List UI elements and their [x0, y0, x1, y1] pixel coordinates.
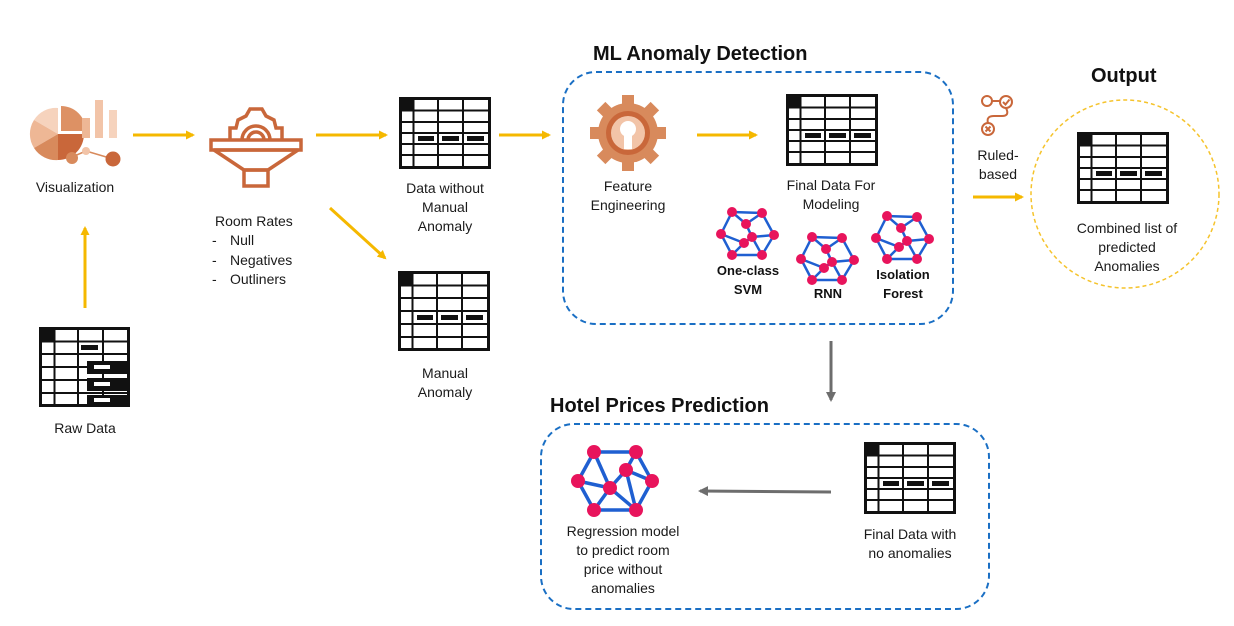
hotel-prices-title: Hotel Prices Prediction	[550, 395, 769, 417]
regression-network-icon	[571, 445, 659, 517]
raw-data-label: Raw Data	[54, 420, 116, 436]
feature-engineering-gear-icon	[590, 95, 666, 171]
one-class-svm-network-icon	[716, 207, 779, 260]
ml-anomaly-title: ML Anomaly Detection	[593, 43, 808, 65]
table-icon-data-without	[399, 97, 491, 169]
output-title: Output	[1091, 65, 1157, 87]
visualization-icon	[29, 100, 121, 167]
isolation-forest-network-icon	[871, 211, 934, 264]
list-item: -Null	[212, 232, 255, 248]
room-rates-label: Room Rates	[215, 213, 293, 229]
ruled-based-label: Ruled-based	[977, 147, 1019, 182]
hotel-prices-box	[540, 423, 990, 610]
funnel-gear-icon	[209, 107, 303, 188]
rnn-network-icon	[796, 232, 859, 285]
rnn-label: RNN	[813, 286, 843, 301]
visualization-label: Visualization	[35, 179, 115, 195]
ruled-based-icon	[981, 95, 1013, 136]
output-circle	[1030, 99, 1220, 289]
table-icon-final-modeling	[786, 94, 878, 166]
list-item: -Negatives	[212, 251, 293, 268]
list-item: -Outliners	[212, 271, 287, 287]
raw-data-icon	[39, 327, 130, 407]
room-rates-list: -Null -Negatives -Outliners	[212, 231, 292, 290]
table-icon-final-no-anomalies	[864, 442, 956, 514]
arrow-rates-to-manual	[328, 206, 387, 260]
arrow-final-to-regression	[698, 486, 832, 497]
ml-anomaly-box	[562, 71, 954, 325]
table-icon-manual-anomaly	[398, 271, 490, 351]
table-icon-combined	[1077, 132, 1169, 204]
